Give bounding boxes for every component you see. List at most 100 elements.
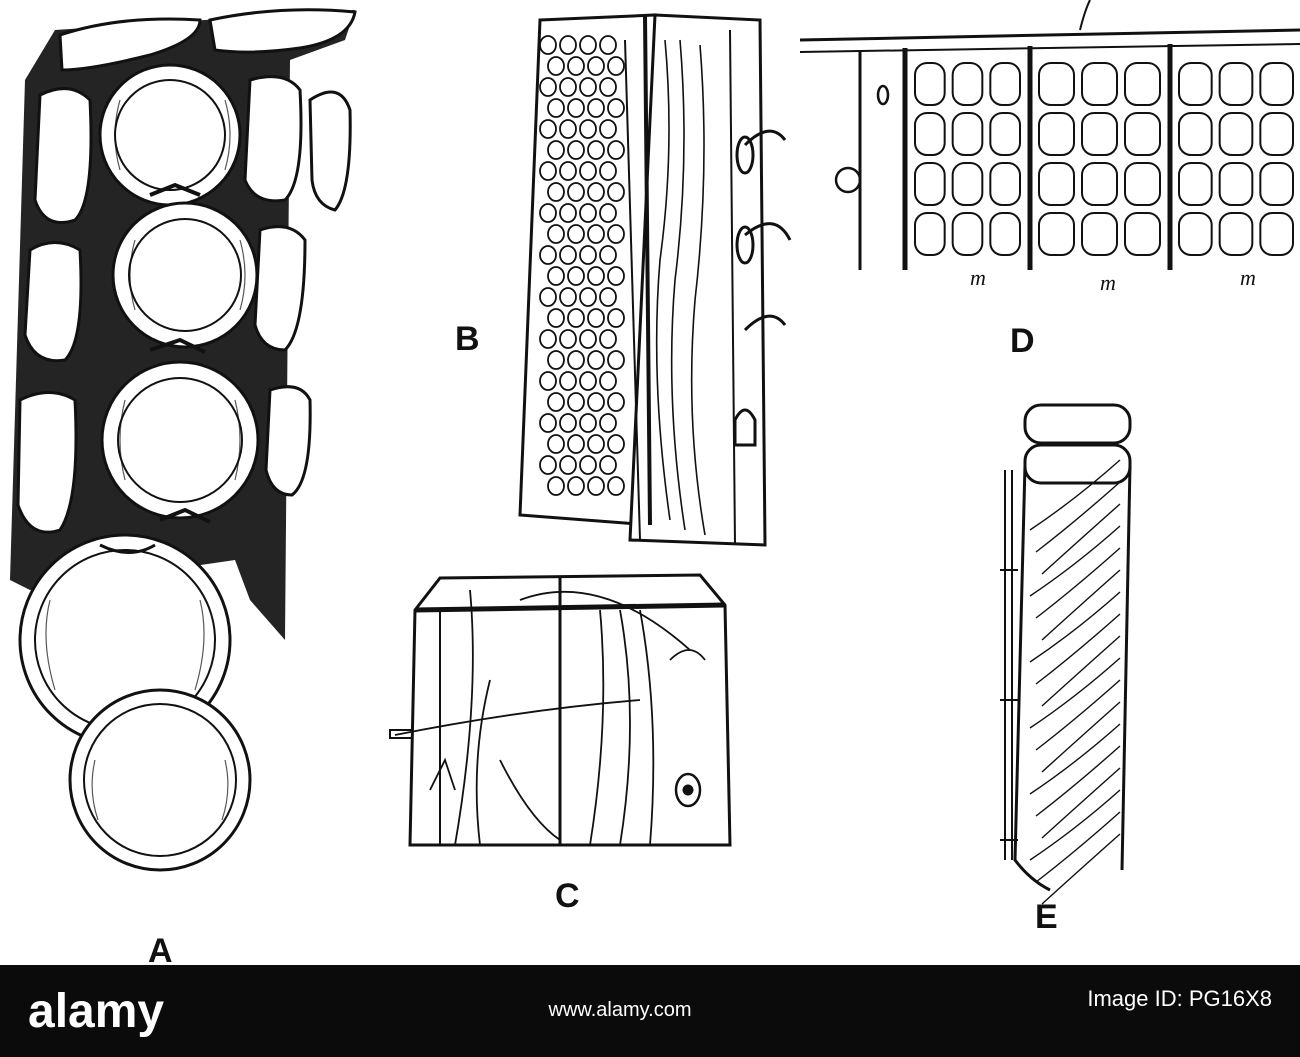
pit-circle bbox=[567, 308, 585, 328]
pit-circle bbox=[587, 392, 605, 412]
pit-circle bbox=[539, 455, 557, 475]
stria-line bbox=[1029, 525, 1121, 597]
stria-line bbox=[1029, 723, 1121, 795]
pit-circle bbox=[579, 245, 597, 265]
stria-line bbox=[1035, 745, 1121, 817]
pit-circle bbox=[587, 476, 605, 496]
pit-circle bbox=[539, 203, 557, 223]
pit-circle bbox=[559, 161, 577, 181]
pit-circle bbox=[567, 98, 585, 118]
pit-circle bbox=[559, 329, 577, 349]
reticulate-cell bbox=[989, 212, 1021, 256]
reticulate-cell bbox=[914, 62, 946, 106]
panel-c-label: C bbox=[555, 877, 580, 915]
pit-circle bbox=[559, 455, 577, 475]
panel-a-drawing bbox=[10, 8, 357, 872]
panel-e-drawing bbox=[1000, 403, 1132, 905]
stria-line bbox=[1041, 635, 1121, 707]
pit-circle bbox=[599, 413, 617, 433]
pit-circle bbox=[559, 119, 577, 139]
website-text: www.alamy.com bbox=[548, 999, 692, 1021]
stria-line bbox=[1035, 481, 1121, 553]
reticulate-cell bbox=[1178, 62, 1213, 106]
pit-circle bbox=[567, 182, 585, 202]
panel-e-striae bbox=[1029, 459, 1121, 905]
stria-line bbox=[1035, 613, 1121, 685]
reticulate-cell bbox=[989, 162, 1021, 206]
pit-circle bbox=[539, 35, 557, 55]
reticulate-cell bbox=[914, 162, 946, 206]
pit-circle bbox=[547, 350, 565, 370]
panel-b-drawing bbox=[518, 13, 792, 547]
pit-circle bbox=[579, 455, 597, 475]
pit-circle bbox=[579, 119, 597, 139]
panel-b-label: B bbox=[455, 320, 480, 358]
pit-circle bbox=[579, 329, 597, 349]
reticulate-cell bbox=[1178, 212, 1213, 256]
pit-circle bbox=[547, 56, 565, 76]
pit-circle bbox=[539, 119, 557, 139]
pit-circle bbox=[547, 182, 565, 202]
pit-circle bbox=[567, 56, 585, 76]
pit-circle bbox=[579, 371, 597, 391]
pit-circle bbox=[607, 476, 625, 496]
panel-a-label: A bbox=[148, 932, 173, 965]
reticulate-cell bbox=[989, 112, 1021, 156]
reticulate-cell bbox=[1081, 112, 1118, 156]
pit-circle bbox=[587, 224, 605, 244]
reticulate-cell bbox=[1218, 212, 1254, 256]
pit-circle bbox=[539, 245, 557, 265]
reticulate-cell bbox=[951, 112, 984, 156]
pit-circle bbox=[579, 287, 597, 307]
stria-line bbox=[1029, 657, 1121, 729]
stria-line bbox=[1035, 679, 1121, 751]
panel-d-cells bbox=[914, 62, 1295, 256]
pit-circle bbox=[547, 434, 565, 454]
stria-line bbox=[1041, 767, 1121, 839]
pit-circle bbox=[539, 161, 557, 181]
pit-circle bbox=[587, 182, 605, 202]
pit-circle bbox=[587, 140, 605, 160]
stria-line bbox=[1029, 789, 1121, 861]
pit-circle bbox=[607, 350, 625, 370]
watermark-banner: alamy www.alamy.com Image ID: PG16X8 bbox=[0, 965, 1300, 1057]
reticulate-cell bbox=[1038, 112, 1075, 156]
pit-circle bbox=[547, 308, 565, 328]
pit-circle bbox=[539, 77, 557, 97]
reticulate-cell bbox=[989, 62, 1021, 106]
pit-circle bbox=[587, 98, 605, 118]
stria-line bbox=[1041, 833, 1121, 905]
pit-circle bbox=[547, 266, 565, 286]
pit-circle bbox=[587, 308, 605, 328]
pit-circle bbox=[607, 182, 625, 202]
reticulate-cell bbox=[1218, 162, 1254, 206]
pit-circle bbox=[587, 434, 605, 454]
pit-circle bbox=[587, 266, 605, 286]
pit-circle bbox=[547, 476, 565, 496]
pit-circle bbox=[547, 224, 565, 244]
pit-circle bbox=[607, 266, 625, 286]
reticulate-cell bbox=[914, 112, 946, 156]
pit-circle bbox=[539, 413, 557, 433]
reticulate-cell bbox=[1218, 62, 1254, 106]
pit-circle bbox=[579, 77, 597, 97]
reticulate-cell bbox=[951, 162, 984, 206]
pit-circle bbox=[559, 35, 577, 55]
panel-d-sublabel-3: m bbox=[1240, 265, 1256, 290]
reticulate-cell bbox=[1218, 112, 1254, 156]
pit-circle bbox=[559, 371, 577, 391]
pit-circle bbox=[599, 77, 617, 97]
pit-circle bbox=[579, 35, 597, 55]
reticulate-cell bbox=[1038, 212, 1075, 256]
pit-circle bbox=[559, 287, 577, 307]
pit-circle bbox=[559, 203, 577, 223]
reticulate-cell bbox=[1081, 162, 1118, 206]
pit-circle bbox=[607, 434, 625, 454]
panel-d-sublabel-1: m bbox=[970, 265, 986, 290]
pit-circle bbox=[607, 224, 625, 244]
svg-text:alamy: alamy bbox=[28, 985, 164, 1038]
reticulate-cell bbox=[1124, 162, 1161, 206]
pit-circle bbox=[607, 308, 625, 328]
pit-circle bbox=[559, 77, 577, 97]
reticulate-cell bbox=[1259, 112, 1295, 156]
